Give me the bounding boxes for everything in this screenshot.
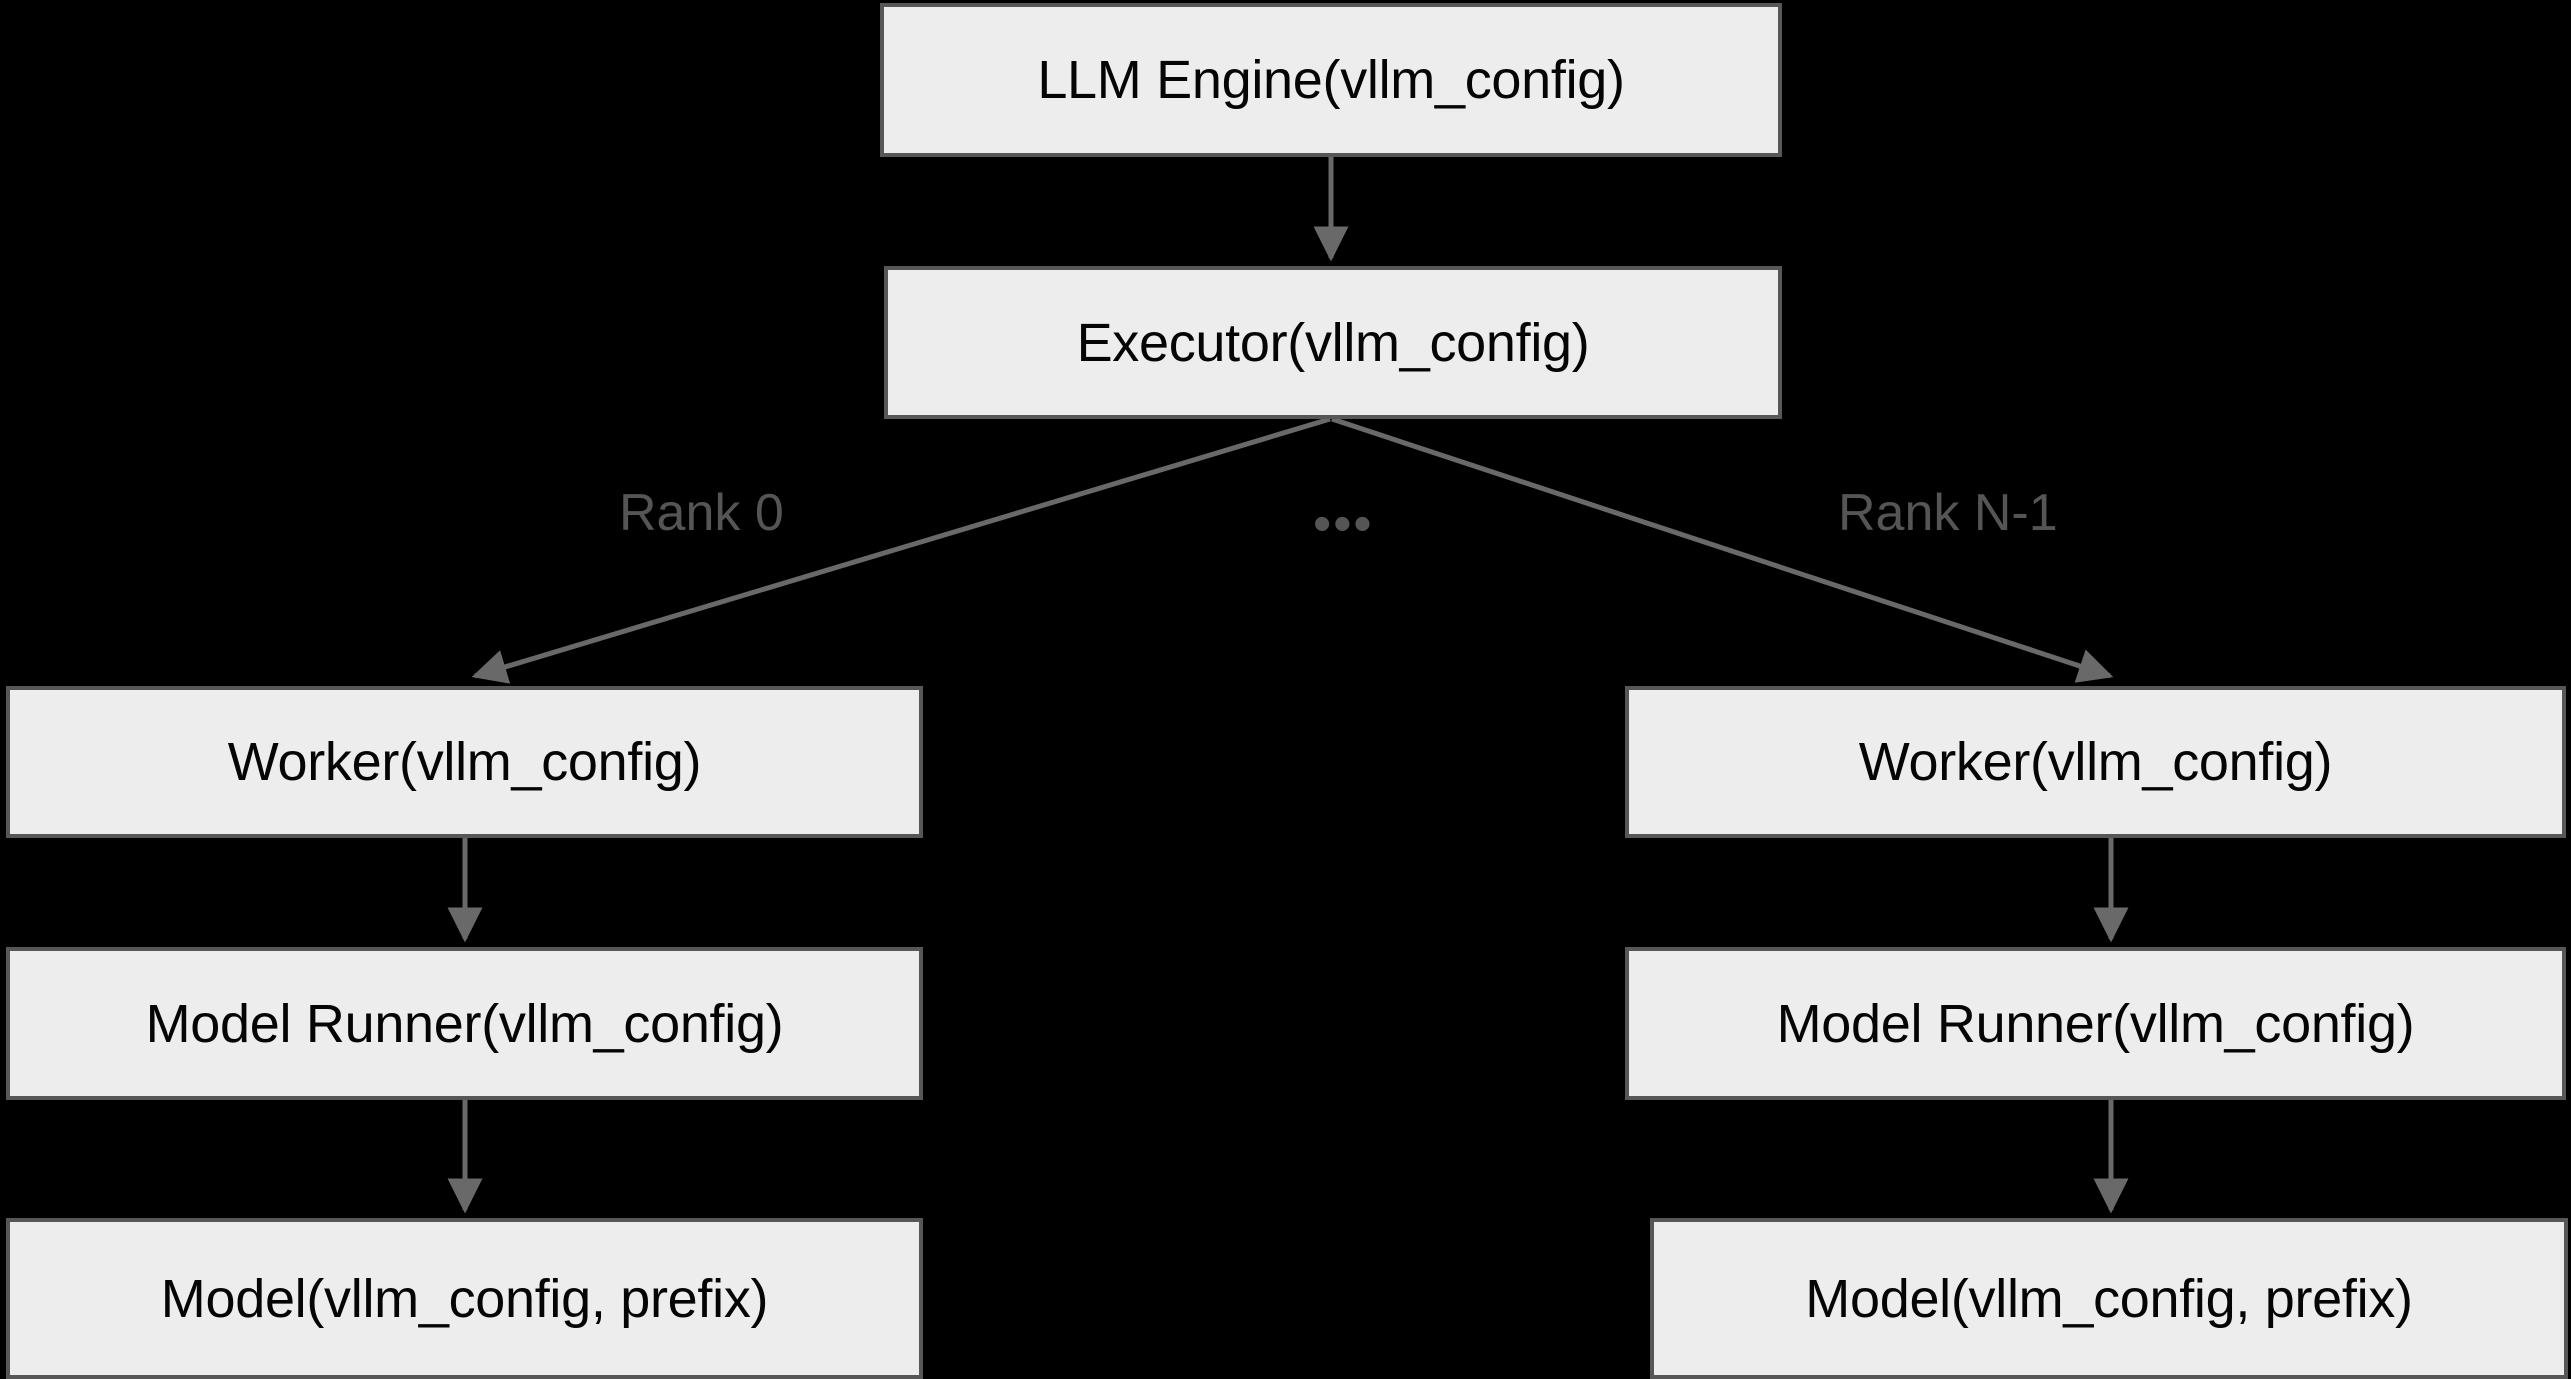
node-worker-rankn-label: Worker(vllm_config) — [1858, 732, 2333, 792]
edge-label-ellipsis: ••• — [1313, 495, 1374, 553]
node-executor[interactable]: Executor(vllm_config) — [884, 266, 1782, 419]
node-worker-rankn[interactable]: Worker(vllm_config) — [1625, 686, 2566, 838]
node-worker-rank0[interactable]: Worker(vllm_config) — [6, 686, 923, 838]
edge-executor-to-worker-rankn — [1331, 416, 2114, 683]
node-worker-rank0-label: Worker(vllm_config) — [227, 732, 702, 792]
edge-label-rank-0: Rank 0 — [619, 484, 784, 542]
edge-label-rank-n-minus-1: Rank N-1 — [1838, 484, 2058, 542]
node-model-runner-rank0-label: Model Runner(vllm_config) — [145, 993, 784, 1054]
node-model-rankn-label: Model(vllm_config, prefix) — [1805, 1268, 2413, 1329]
node-model-runner-rankn[interactable]: Model Runner(vllm_config) — [1625, 947, 2566, 1100]
node-model-runner-rank0[interactable]: Model Runner(vllm_config) — [6, 947, 923, 1100]
node-model-rank0[interactable]: Model(vllm_config, prefix) — [6, 1218, 923, 1379]
node-llm-engine[interactable]: LLM Engine(vllm_config) — [880, 3, 1782, 157]
edge-executor-to-worker-rank0 — [471, 416, 1331, 684]
node-executor-label: Executor(vllm_config) — [1076, 312, 1590, 373]
node-model-rank0-label: Model(vllm_config, prefix) — [160, 1268, 769, 1329]
node-llm-engine-label: LLM Engine(vllm_config) — [1037, 50, 1625, 110]
node-model-runner-rankn-label: Model Runner(vllm_config) — [1776, 993, 2415, 1054]
node-model-rankn[interactable]: Model(vllm_config, prefix) — [1650, 1218, 2568, 1379]
